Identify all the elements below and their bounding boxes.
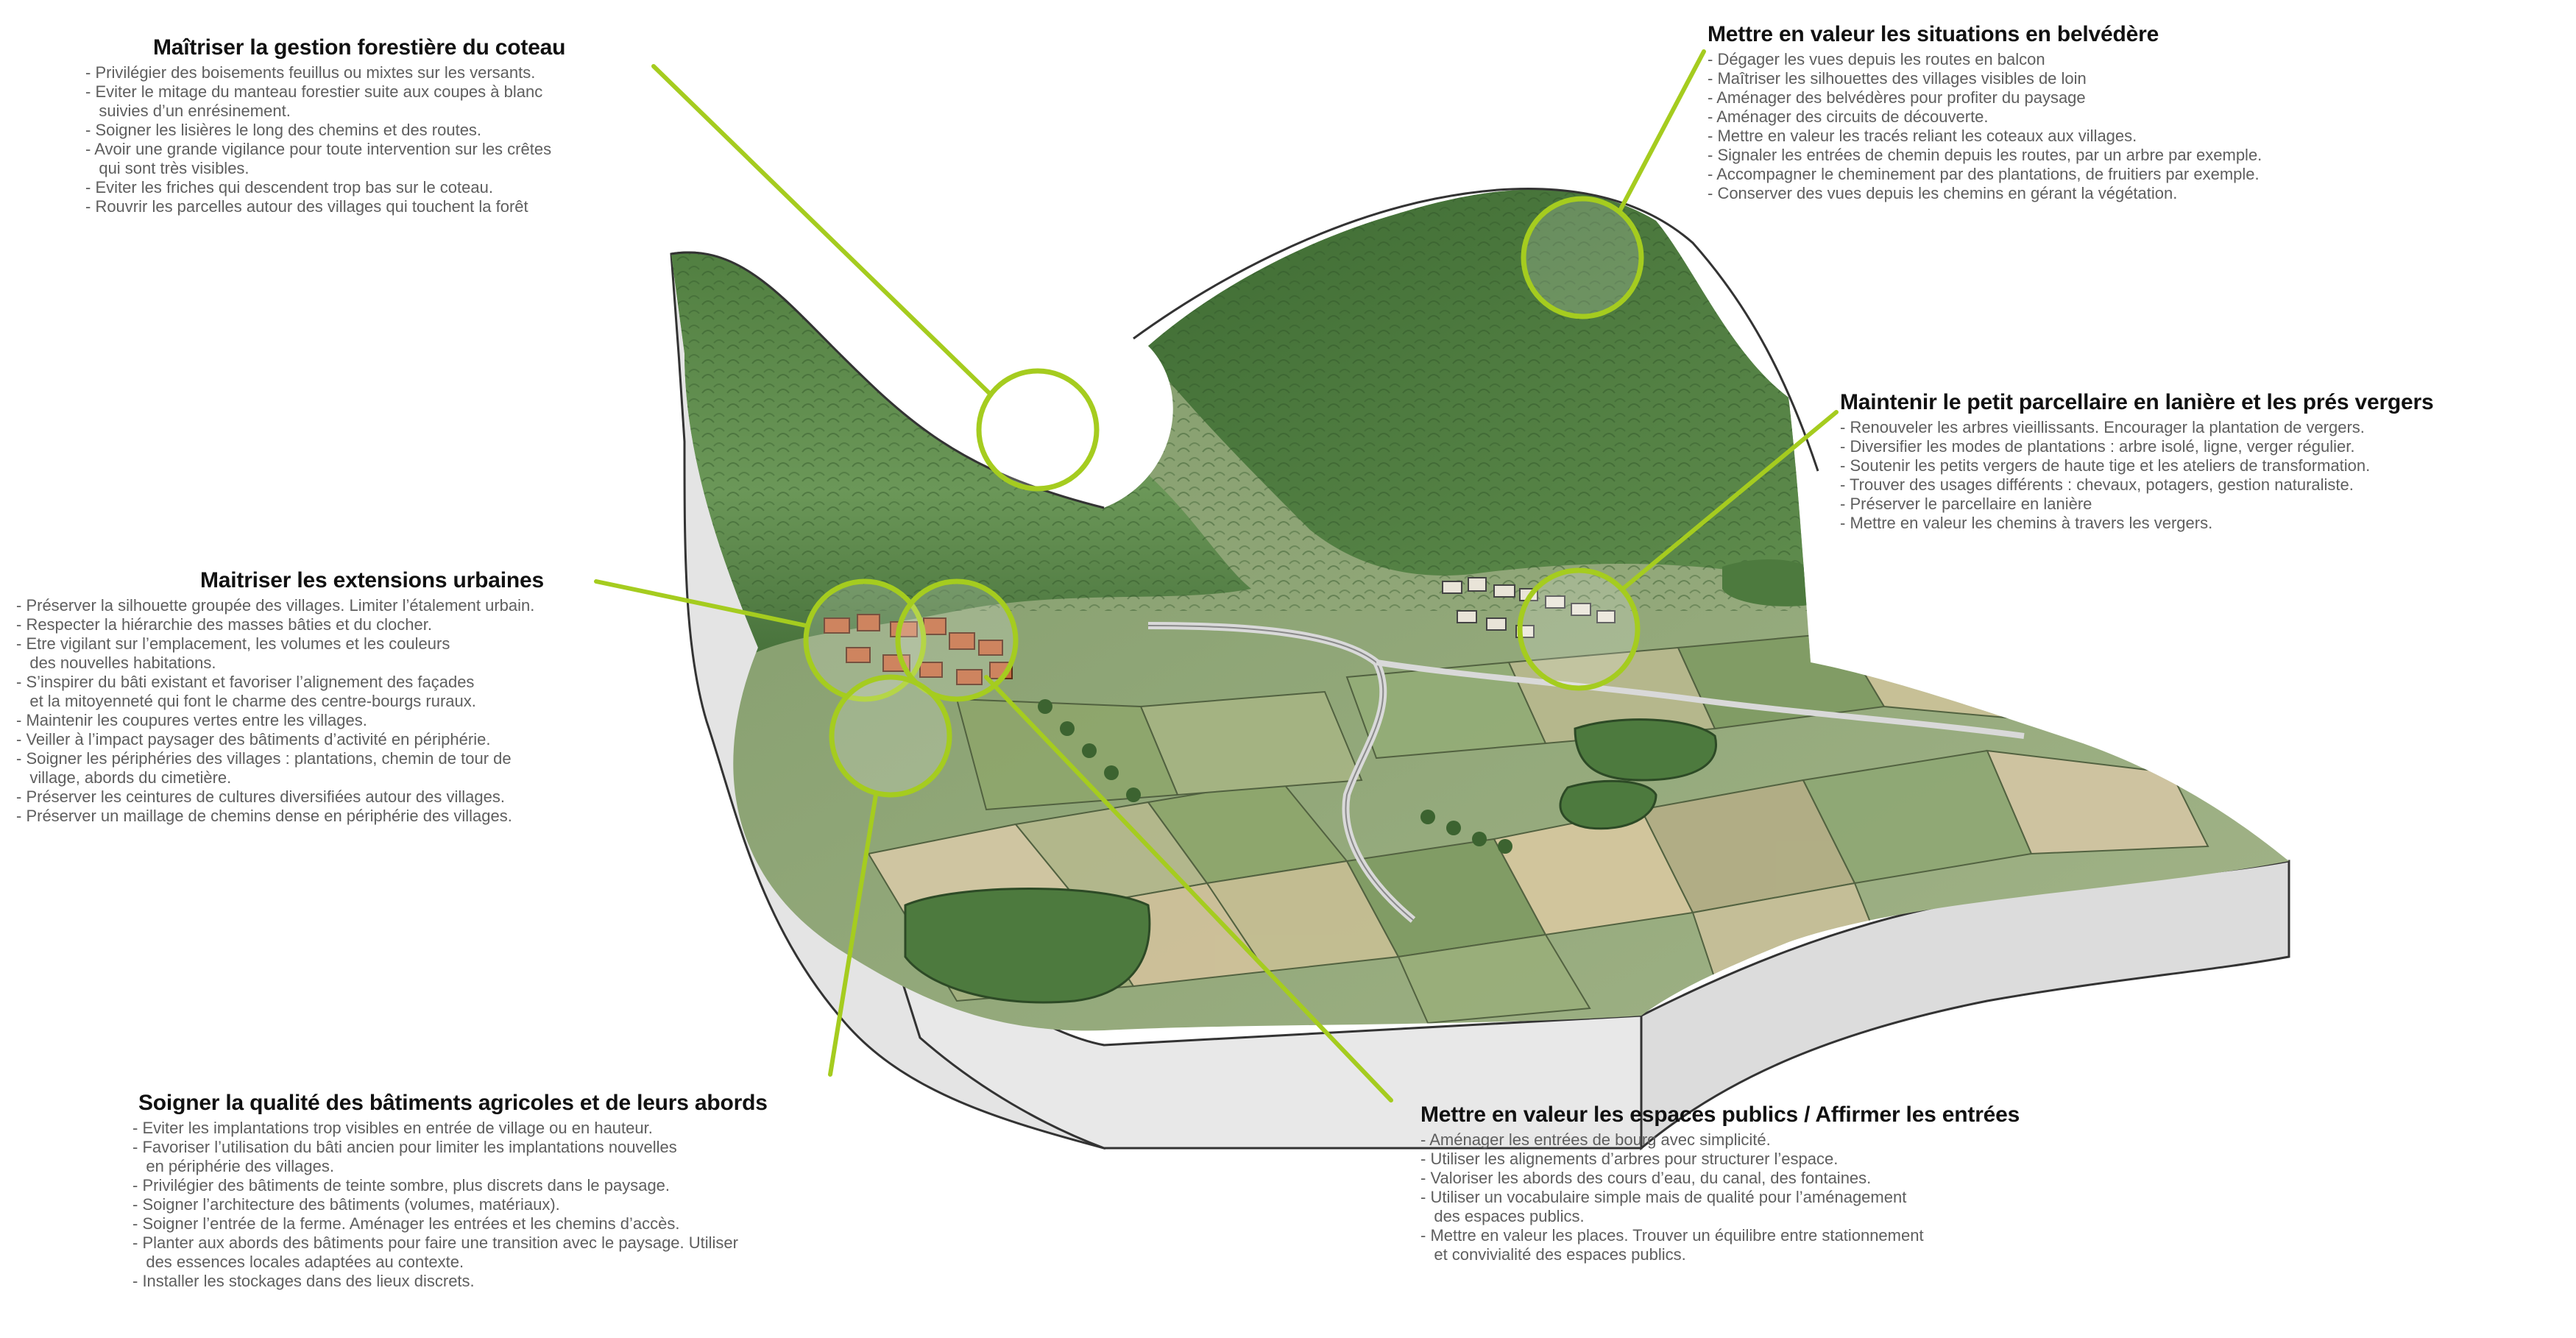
list-item: - Etre vigilant sur l’emplacement, les v…	[16, 634, 450, 653]
list-item: - Planter aux abords des bâtiments pour …	[132, 1233, 738, 1252]
list-item: - Aménager les entrées de bourg avec sim…	[1420, 1130, 1771, 1149]
highlight-urban-1	[803, 578, 927, 702]
list-item: - Diversifier les modes de plantations :…	[1840, 437, 2355, 456]
leader-public	[984, 675, 1393, 1102]
list-item: suivies d’un enrésinement.	[85, 102, 291, 120]
block-public: Mettre en valeur les espaces publics / A…	[1420, 1102, 2020, 1264]
list-item: - Signaler les entrées de chemin depuis …	[1708, 146, 2262, 164]
block-parcellaire-list: - Renouveler les arbres vieillissants. E…	[1840, 418, 2434, 533]
block-belvedere: Mettre en valeur les situations en belvé…	[1708, 22, 2262, 203]
list-item: - Préserver un maillage de chemins dense…	[16, 807, 512, 825]
list-item: - Privilégier des bâtiments de teinte so…	[132, 1176, 670, 1194]
list-item: - Préserver la silhouette groupée des vi…	[16, 596, 535, 615]
list-item: - Dégager les vues depuis les routes en …	[1708, 50, 2045, 68]
highlight-parcellaire	[1517, 567, 1641, 691]
leader-forest	[651, 64, 992, 396]
list-item: - Maintenir les coupures vertes entre le…	[16, 711, 367, 729]
list-item: - Installer les stockages dans des lieux…	[132, 1272, 475, 1290]
leader-agricole	[828, 793, 878, 1077]
list-item: - Préserver les ceintures de cultures di…	[16, 787, 505, 806]
list-item: - Utiliser les alignements d’arbres pour…	[1420, 1150, 1839, 1168]
list-item: - S’inspirer du bâti existant et favoris…	[16, 673, 475, 691]
highlight-forest	[976, 368, 1100, 492]
list-item: en périphérie des villages.	[132, 1157, 334, 1175]
block-forest: Maîtriser la gestion forestière du cotea…	[85, 35, 565, 216]
list-item: - Aménager des belvédères pour profiter …	[1708, 88, 2086, 107]
block-urban-title: Maitriser les extensions urbaines	[200, 568, 544, 592]
list-item: - Préserver le parcellaire en lanière	[1840, 495, 2092, 513]
block-public-list: - Aménager les entrées de bourg avec sim…	[1420, 1130, 2020, 1264]
block-public-title: Mettre en valeur les espaces publics / A…	[1420, 1102, 2020, 1127]
list-item: - Privilégier des boisements feuillus ou…	[85, 63, 536, 82]
block-forest-list: - Privilégier des boisements feuillus ou…	[85, 63, 565, 216]
list-item: - Maîtriser les silhouettes des villages…	[1708, 69, 2087, 88]
list-item: des nouvelles habitations.	[16, 654, 216, 672]
leader-urban	[594, 579, 808, 628]
leader-parcellaire	[1621, 410, 1839, 591]
list-item: - Soigner les lisières le long des chemi…	[85, 121, 482, 139]
list-item: - Soigner les périphéries des villages :…	[16, 749, 512, 768]
block-agricole-title: Soigner la qualité des bâtiments agricol…	[138, 1091, 768, 1115]
highlight-belvedere	[1521, 196, 1644, 319]
list-item: et la mitoyenneté qui font le charme des…	[16, 692, 476, 710]
block-urban-list: - Préserver la silhouette groupée des vi…	[16, 596, 544, 826]
list-item: - Conserver des vues depuis les chemins …	[1708, 184, 2178, 202]
block-belvedere-list: - Dégager les vues depuis les routes en …	[1708, 50, 2262, 203]
list-item: - Avoir une grande vigilance pour toute …	[85, 140, 552, 158]
list-item: - Mettre en valeur les chemins à travers…	[1840, 514, 2213, 532]
list-item: - Mettre en valeur les tracés reliant le…	[1708, 127, 2137, 145]
block-agricole: Soigner la qualité des bâtiments agricol…	[132, 1091, 768, 1291]
list-item: village, abords du cimetière.	[16, 768, 232, 787]
list-item: - Renouveler les arbres vieillissants. E…	[1840, 418, 2365, 436]
leader-belvedere	[1617, 49, 1706, 214]
block-belvedere-title: Mettre en valeur les situations en belvé…	[1708, 22, 2159, 46]
list-item: - Valoriser les abords des cours d’eau, …	[1420, 1169, 1872, 1187]
list-item: des espaces publics.	[1420, 1207, 1585, 1225]
list-item: et convivialité des espaces publics.	[1420, 1245, 1686, 1264]
list-item: - Rouvrir les parcelles autour des villa…	[85, 197, 528, 216]
block-parcellaire-title: Maintenir le petit parcellaire en lanièr…	[1840, 390, 2434, 414]
list-item: - Favoriser l’utilisation du bâti ancien…	[132, 1138, 677, 1156]
list-item: - Soigner l’architecture des bâtiments (…	[132, 1195, 560, 1214]
list-item: - Accompagner le cheminement par des pla…	[1708, 165, 2260, 183]
list-item: - Veiller à l’impact paysager des bâtime…	[16, 730, 491, 748]
list-item: - Utiliser un vocabulaire simple mais de…	[1420, 1188, 1907, 1206]
block-agricole-list: - Eviter les implantations trop visibles…	[132, 1119, 768, 1291]
list-item: - Soutenir les petits vergers de haute t…	[1840, 456, 2371, 475]
block-front-face-right	[1640, 860, 2290, 1151]
block-urban: Maitriser les extensions urbaines - Prés…	[16, 568, 544, 826]
list-item: - Mettre en valeur les places. Trouver u…	[1420, 1226, 1924, 1245]
list-item: - Eviter les friches qui descendent trop…	[85, 178, 493, 197]
list-item: - Soigner l’entrée de la ferme. Aménager…	[132, 1214, 680, 1233]
list-item: qui sont très visibles.	[85, 159, 250, 177]
list-item: - Eviter le mitage du manteau forestier …	[85, 82, 543, 101]
list-item: - Respecter la hiérarchie des masses bât…	[16, 615, 432, 634]
list-item: des essences locales adaptées au context…	[132, 1253, 464, 1271]
list-item: - Trouver des usages différents : chevau…	[1840, 475, 2354, 494]
list-item: - Aménager des circuits de découverte.	[1708, 107, 1989, 126]
block-forest-title: Maîtriser la gestion forestière du cotea…	[153, 35, 566, 60]
highlight-urban-2	[895, 578, 1019, 702]
block-parcellaire: Maintenir le petit parcellaire en lanièr…	[1840, 390, 2434, 533]
list-item: - Eviter les implantations trop visibles…	[132, 1119, 653, 1137]
highlight-agricole	[829, 674, 952, 798]
